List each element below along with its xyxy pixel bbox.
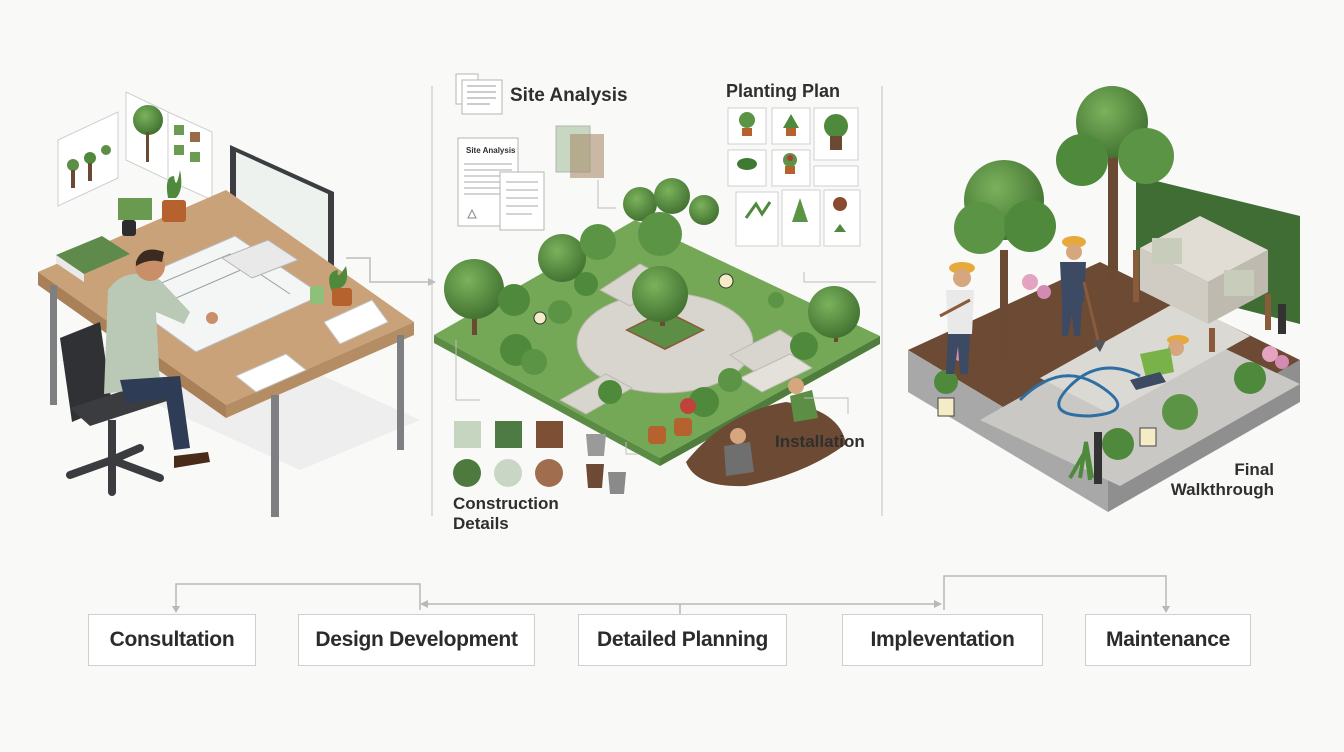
site-analysis-doc-small: [455, 73, 503, 115]
wall-sketch-tree: [125, 91, 169, 181]
garden-trees: [444, 178, 860, 417]
finished-garden-scene: [908, 86, 1300, 512]
phase-maintenance: Maintenance: [1085, 614, 1251, 666]
label-details: Details: [453, 514, 509, 533]
digging-area: [686, 378, 846, 487]
swatch-square-2: [495, 421, 522, 448]
label-construction-details: Construction Details: [453, 494, 559, 534]
label-site-analysis: Site Analysis: [510, 85, 628, 106]
wall-sketch-left: [57, 111, 119, 207]
site-analysis-report: [457, 137, 545, 231]
label-construction: Construction: [453, 494, 559, 513]
outdoor-sofa: [1133, 216, 1271, 352]
designer-person: [104, 249, 218, 468]
label-walkthrough: Walkthrough: [1170, 480, 1274, 499]
label-final: Final: [1234, 460, 1274, 479]
swatch-square-1: [454, 421, 481, 448]
label-planting-plan: Planting Plan: [726, 81, 841, 101]
planting-plan-cards: [727, 107, 861, 247]
paved-patio: [980, 318, 1300, 486]
worker-with-shovel: [939, 262, 975, 374]
swatch-circle-2: [494, 459, 522, 487]
buckets: [586, 434, 626, 494]
phase-detailed-planning: Detailed Planning: [578, 614, 787, 666]
shelf-plant: [118, 170, 186, 222]
label-installation: Installation: [775, 432, 865, 451]
designer-desk-scene: [38, 91, 420, 517]
swatch-circle-1: [453, 459, 481, 487]
desk-plant: [329, 266, 352, 306]
label-final-walkthrough: Final Walkthrough: [1150, 460, 1274, 500]
phase-consultation: Consultation: [88, 614, 256, 666]
phase-design-development: Design Development: [298, 614, 535, 666]
swatch-circle-3: [535, 459, 563, 487]
material-swatches: [453, 421, 563, 487]
swatch-square-3: [536, 421, 563, 448]
worker-kneeling: [1130, 335, 1189, 390]
worker-with-tool: [1060, 236, 1106, 352]
book-stack: [56, 236, 130, 274]
label-site-analysis-doc: Site Analysis: [466, 146, 516, 155]
phase-implementation: Impleventation: [842, 614, 1043, 666]
phase-connectors: [172, 575, 1170, 614]
